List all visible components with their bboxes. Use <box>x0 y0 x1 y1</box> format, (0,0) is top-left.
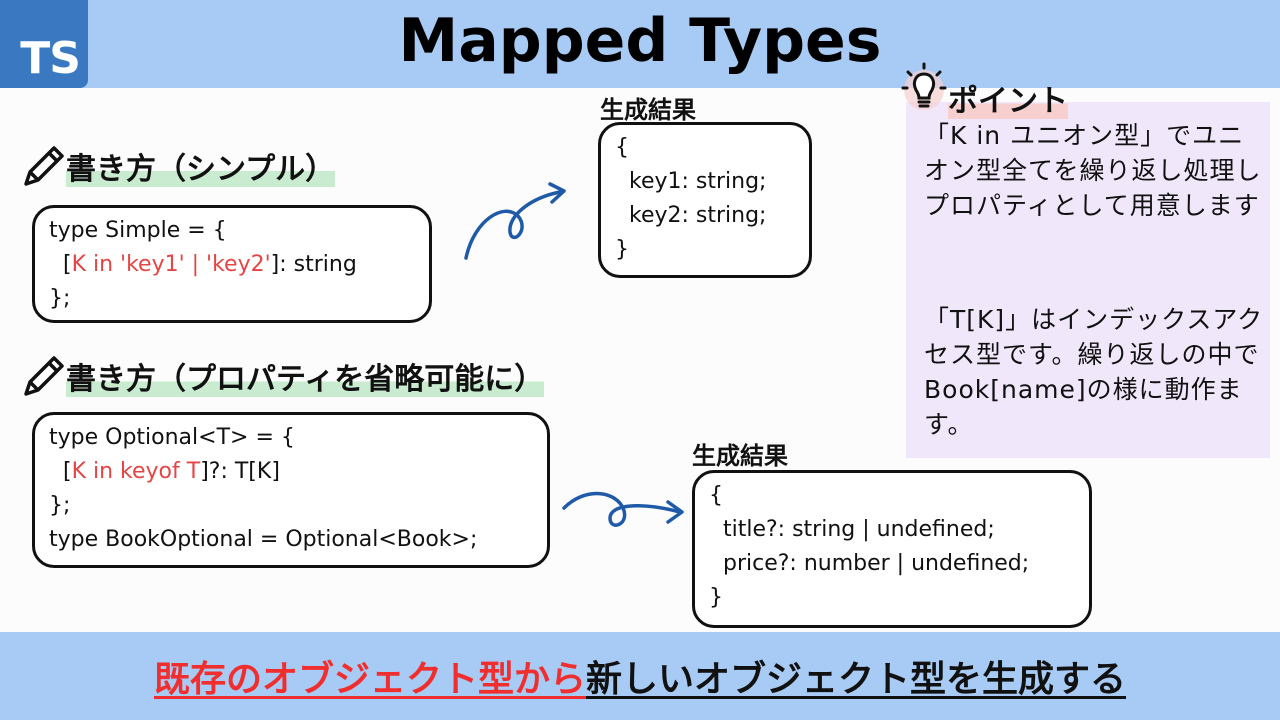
footer-bar <box>0 632 1280 720</box>
result-block-optional: { title?: string | undefined; price?: nu… <box>692 470 1092 628</box>
point-title-text: ポイント <box>948 84 1068 119</box>
code-line: [K in 'key1' | 'key2']: string <box>49 248 415 282</box>
code-line: }; <box>49 286 71 311</box>
logo-text: TS <box>20 33 81 84</box>
code-block-optional: type Optional<T> = { [K in keyof T]?: T[… <box>32 412 550 568</box>
point-paragraph-2: 「T[K]」はインデックスアクセス型です。繰り返しの中でBook[name]の様… <box>924 305 1264 439</box>
code-line: key2: string; <box>615 203 767 228</box>
code-line: key1: string; <box>615 169 767 194</box>
code-line: { <box>709 483 723 508</box>
result-label-simple: 生成結果 <box>600 96 696 124</box>
point-paragraph-1: 「K in ユニオン型」でユニオン型全てを繰り返し処理しプロパティとして用意しま… <box>924 121 1262 220</box>
code-line: title?: string | undefined; <box>709 517 995 542</box>
heading-optional-text: 書き方（プロパティを省略可能に） <box>66 361 545 397</box>
page-title: Mapped Types <box>398 6 882 76</box>
code-line: type BookOptional = Optional<Book>; <box>49 527 478 552</box>
result-block-simple: { key1: string; key2: string;} <box>598 122 812 278</box>
code-line: type Optional<T> = { <box>49 425 295 450</box>
heading-simple: 書き方（シンプル） <box>20 142 336 198</box>
pencil-icon <box>20 352 68 408</box>
footer-summary: 既存のオブジェクト型から新しいオブジェクト型を生成する <box>0 650 1280 702</box>
code-fragment: [ <box>49 459 72 484</box>
result-label-optional: 生成結果 <box>692 442 788 470</box>
heading-simple-text: 書き方（シンプル） <box>66 151 336 187</box>
code-highlight: K in keyof T <box>71 459 201 484</box>
code-line: price?: number | undefined; <box>709 551 1030 576</box>
code-line: } <box>615 237 629 262</box>
code-highlight: K in 'key1' | 'key2' <box>71 252 271 277</box>
curly-arrow-icon <box>562 491 684 527</box>
typescript-logo: TS <box>0 0 88 88</box>
curly-arrow-icon <box>464 182 566 260</box>
pencil-icon <box>20 142 68 198</box>
code-fragment: ]?: T[K] <box>200 459 280 484</box>
point-panel <box>906 102 1270 458</box>
header-bar <box>0 0 1280 88</box>
code-block-simple: type Simple = { [K in 'key1' | 'key2']: … <box>32 205 432 323</box>
footer-red-text: 既存のオブジェクト型から <box>153 659 586 700</box>
code-fragment: ]: string <box>270 252 357 277</box>
code-line: }; <box>49 493 71 518</box>
point-title: ポイント <box>948 76 1068 120</box>
heading-optional: 書き方（プロパティを省略可能に） <box>20 352 545 408</box>
code-line: { <box>615 135 629 160</box>
lightbulb-icon <box>901 62 947 110</box>
code-line: type Simple = { <box>49 218 227 243</box>
code-line: } <box>709 585 723 610</box>
code-line: [K in keyof T]?: T[K] <box>49 455 533 489</box>
footer-black-text: 新しいオブジェクト型を生成する <box>586 659 1127 700</box>
code-fragment: [ <box>49 252 72 277</box>
